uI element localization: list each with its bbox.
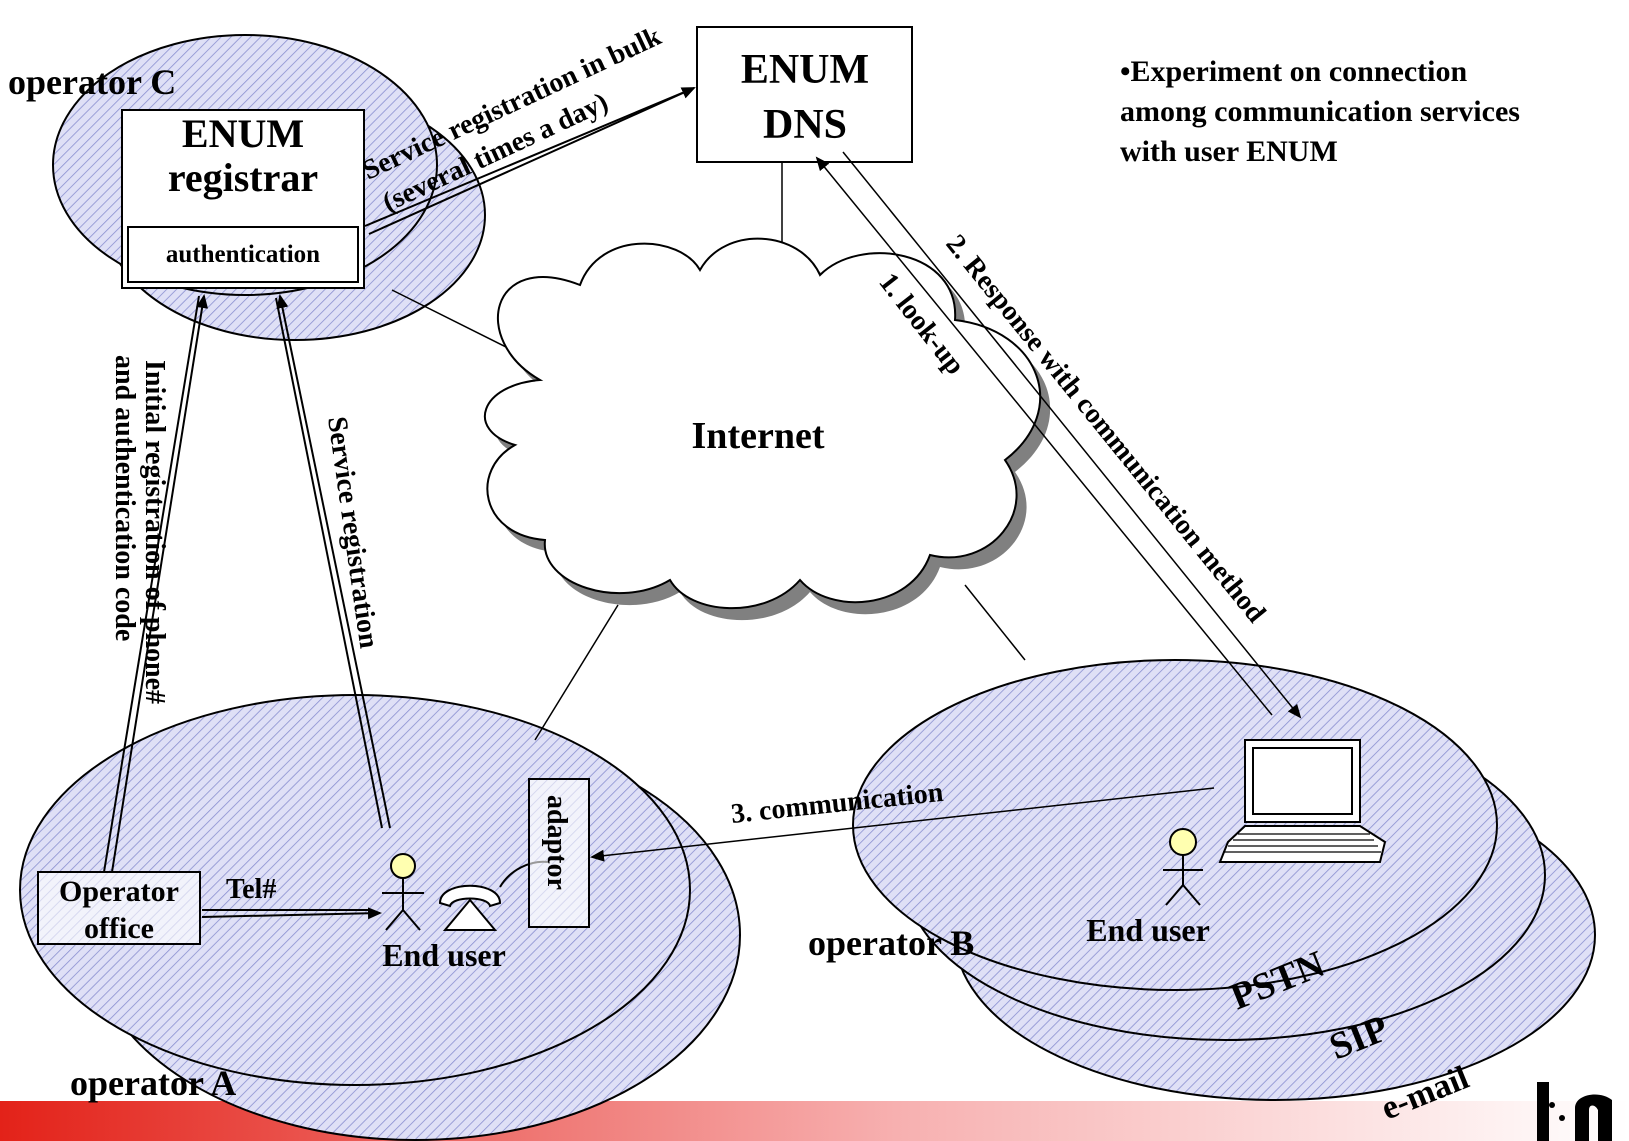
note-line1: •Experiment on connection xyxy=(1120,55,1467,88)
laptop-icon xyxy=(1218,739,1387,863)
operator-office-line1: Operator xyxy=(59,875,179,908)
internet-label: Internet xyxy=(692,415,825,457)
enum-registrar-box: ENUM registrar authentication xyxy=(121,109,365,289)
initial-registration-arrow: Initial registration of phone# and authe… xyxy=(103,294,209,873)
adaptor-box: adaptor xyxy=(528,778,590,928)
initial-label-line2: and authentication code xyxy=(109,355,140,641)
operator-b-label: operator B xyxy=(808,923,974,963)
operator-office-line2: office xyxy=(84,912,154,945)
operator-office-box: Operator office xyxy=(37,871,201,945)
telephone-icon xyxy=(438,860,549,931)
operator-c-label: operator C xyxy=(8,62,176,102)
tel-label: Tel# xyxy=(226,874,276,905)
tel-arrow: Tel# xyxy=(201,874,382,920)
end-user-a-person-icon xyxy=(382,853,424,931)
experiment-note: •Experiment on connection among communic… xyxy=(1120,55,1520,168)
initial-label-line1: Initial registration of phone# xyxy=(139,360,170,704)
enum-dns-line2: DNS xyxy=(763,102,847,148)
end-user-a-label: End user xyxy=(382,937,506,973)
service-registration-label: Service registration xyxy=(321,415,384,651)
adaptor-label: adaptor xyxy=(541,795,572,890)
operator-b-ellipses xyxy=(852,659,1596,1101)
authentication-box xyxy=(127,226,359,283)
note-line2: among communication services xyxy=(1120,95,1520,128)
note-line3: with user ENUM xyxy=(1120,135,1338,168)
authentication-label: authentication xyxy=(166,241,320,268)
enum-dns-line1: ENUM xyxy=(741,47,869,93)
enum-registrar-title-line2: registrar xyxy=(168,155,318,200)
operator-a-label: operator A xyxy=(70,1063,236,1103)
enum-registrar-title-line1: ENUM xyxy=(182,111,304,156)
enum-dns-box: ENUM DNS xyxy=(696,26,913,163)
end-user-b-person-icon xyxy=(1163,828,1203,906)
internet-cloud: Internet xyxy=(484,237,1051,621)
corner-logo xyxy=(1537,1082,1612,1141)
end-user-b-label: End user xyxy=(1086,912,1210,948)
